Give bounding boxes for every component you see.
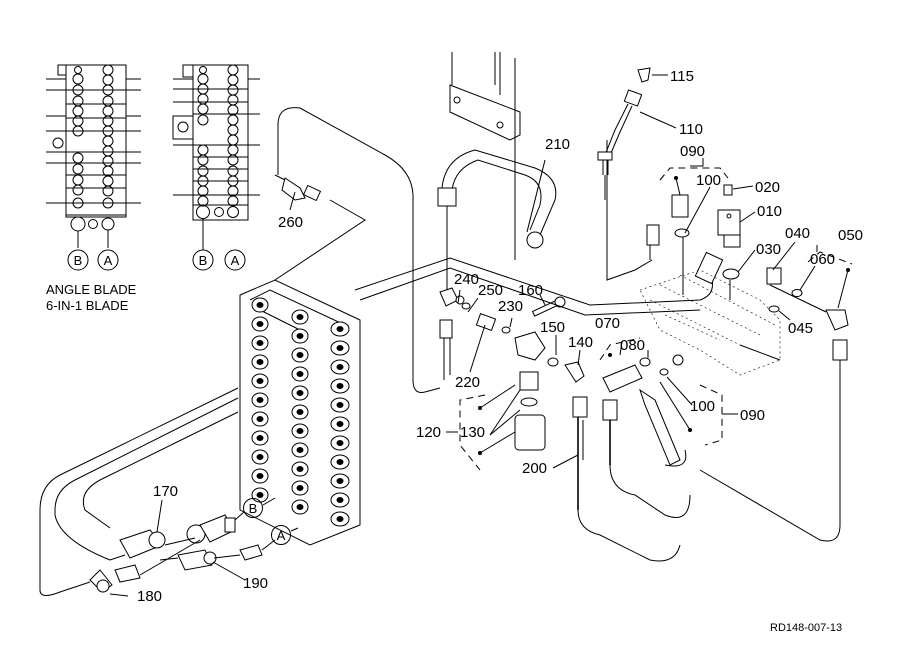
svg-text:B: B [249, 501, 258, 516]
svg-text:A: A [104, 253, 113, 268]
valve-spool-bore [336, 402, 344, 408]
valve-spool-bore [336, 516, 344, 522]
hose-200 [572, 364, 691, 562]
sensor-assembly-010 [717, 184, 803, 313]
port-marker-b: B [243, 497, 276, 518]
pipe-210 [437, 149, 557, 290]
part-label-220: 220 [455, 374, 480, 391]
valve-spool-bore [296, 352, 304, 358]
valve-spool-bore [256, 492, 264, 498]
inset-angle-blade-valve [46, 64, 141, 248]
part-label-110: 110 [679, 121, 703, 138]
valve-spool-bore [296, 314, 304, 320]
cable-110 [597, 67, 651, 200]
valve-block-hatching [639, 269, 781, 376]
valve-spool-bore [336, 497, 344, 503]
part-label-200: 200 [522, 460, 547, 477]
svg-text:B: B [74, 253, 83, 268]
inset-port-a-left: A [97, 249, 119, 271]
valve-spool-bore [296, 466, 304, 472]
mounting-bracket [449, 52, 521, 260]
part-label-060: 060 [810, 251, 835, 268]
part-label-040: 040 [785, 225, 810, 242]
pipe-240-assembly [439, 287, 585, 383]
valve-spool-bore [296, 504, 304, 510]
inset-caption-6-in-1-blade: 6-IN-1 BLADE [46, 298, 129, 313]
fitting-050 [807, 251, 853, 309]
valve-spool-bore [296, 447, 304, 453]
control-valve-stack [239, 279, 361, 546]
valve-spool-bore [256, 435, 264, 441]
inset-port-b-right: B [192, 249, 214, 271]
pressure-pipe [354, 251, 724, 316]
part-label-210: 210 [545, 136, 570, 153]
hose-260-loop [259, 107, 441, 393]
leader-lines [109, 74, 818, 597]
valve-spool-bore [296, 428, 304, 434]
valve-spool-bore [256, 416, 264, 422]
valve-spool-bore [256, 321, 264, 327]
right-hose-loop [699, 284, 849, 542]
part-label-160: 160 [518, 282, 543, 299]
valve-spool-bore [256, 359, 264, 365]
part-label-240: 240 [454, 271, 479, 288]
valve-spool-bore [336, 364, 344, 370]
part-label-100-bottom: 100 [690, 398, 715, 415]
part-label-180: 180 [137, 588, 162, 605]
valve-spool-bore [336, 383, 344, 389]
part-label-070: 070 [595, 315, 620, 332]
valve-spool-bore [256, 340, 264, 346]
part-label-010: 010 [757, 203, 782, 220]
part-label-170: 170 [153, 483, 178, 500]
part-label-230: 230 [498, 298, 523, 315]
valve-spool-bore [336, 421, 344, 427]
left-hose-loop [39, 387, 239, 596]
valve-spool-bore [256, 454, 264, 460]
svg-text:B: B [199, 253, 208, 268]
part-label-050: 050 [838, 227, 863, 244]
inset-caption-angle-blade: ANGLE BLADE [46, 282, 137, 297]
part-label-045: 045 [788, 320, 813, 337]
part-label-150: 150 [540, 319, 565, 336]
valve-spool-bore [256, 397, 264, 403]
part-label-250: 250 [478, 282, 503, 299]
part-label-115: 115 [670, 68, 694, 85]
svg-text:A: A [231, 253, 240, 268]
valve-spool-bore [336, 440, 344, 446]
part-label-120: 120 [416, 424, 441, 441]
inset-port-b-left: B [67, 249, 89, 271]
fittings-lower-left [89, 511, 276, 593]
valve-spool-bore [256, 473, 264, 479]
fitting-090-bottom [599, 337, 723, 446]
part-label-130: 130 [460, 424, 485, 441]
part-label-140: 140 [568, 334, 593, 351]
port-marker-a: A [271, 525, 299, 545]
valve-spool-bore [336, 345, 344, 351]
valve-spool-bore [336, 478, 344, 484]
part-label-190: 190 [243, 575, 268, 592]
part-label-080: 080 [620, 337, 645, 354]
valve-spool-bore [256, 378, 264, 384]
svg-text:A: A [277, 528, 286, 543]
filter-assembly-120 [459, 371, 546, 471]
part-label-020: 020 [755, 179, 780, 196]
inset-standard-valve [172, 64, 260, 250]
valve-spool-bore [296, 485, 304, 491]
part-label-260: 260 [278, 214, 303, 231]
part-label-030: 030 [756, 241, 781, 258]
figure-code: RD148-007-13 [770, 622, 842, 634]
inset-port-a-right: A [224, 249, 246, 271]
valve-spool-bore [296, 409, 304, 415]
part-label-100-top: 100 [696, 172, 721, 189]
valve-spool-bore [336, 459, 344, 465]
valve-spool-bore [336, 326, 344, 332]
valve-spool-bore [256, 302, 264, 308]
fitting-090-top [606, 140, 729, 295]
valve-spool-bore [296, 371, 304, 377]
part-label-090-bottom: 090 [740, 407, 765, 424]
valve-spool-bore [296, 333, 304, 339]
valve-spool-bore [296, 390, 304, 396]
part-label-090-top: 090 [680, 143, 705, 160]
